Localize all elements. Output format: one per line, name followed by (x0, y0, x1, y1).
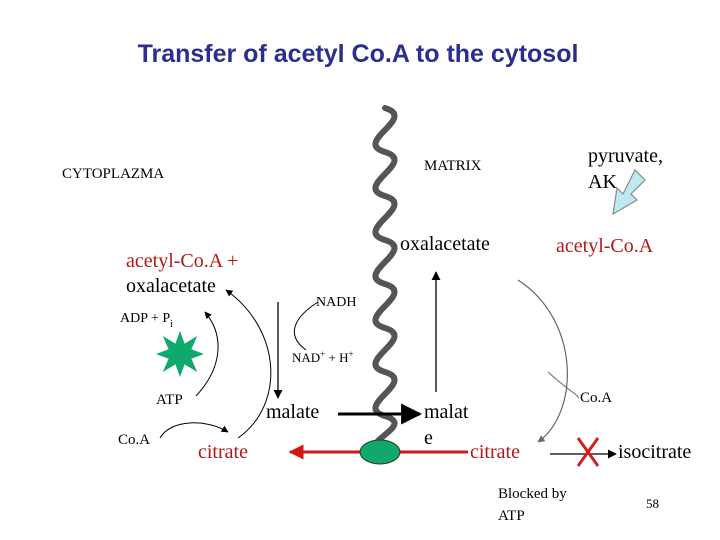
nadh-arc (293, 301, 319, 351)
coa-uptake-arc (159, 422, 229, 439)
blocked-atp-label: ATP (498, 508, 525, 524)
blocked-by-label: Blocked by (498, 486, 567, 502)
page-number: 58 (646, 496, 659, 511)
acetyl-coa-cytosol-label: acetyl-Co.A + (126, 250, 238, 272)
coa-right-label: Co.A (580, 390, 612, 406)
cytosol-reaction-arc (225, 289, 272, 439)
citrate-matrix-label: citrate (470, 441, 520, 463)
pyruvate-input-arrow (612, 168, 646, 216)
mitochondrial-membrane (372, 105, 398, 455)
coa-release-arc (547, 371, 579, 399)
citrate-cytosol-label: citrate (198, 441, 248, 463)
oxalacetate-matrix-label: oxalacetate (400, 233, 490, 255)
citrate-transporter-icon (359, 439, 401, 465)
slide-title: Transfer of acetyl Co.A to the cytosol (138, 40, 579, 68)
pyruvate-label: pyruvate, (588, 145, 663, 167)
isocitrate-label: isocitrate (618, 441, 691, 463)
malate-matrix-label: malat (424, 401, 469, 423)
malate-cytosol-label: malate (266, 401, 319, 423)
matrix-condensation-arc (517, 279, 568, 443)
citrate-lyase-star-icon (156, 331, 204, 377)
atp-to-adp-arc (195, 311, 219, 397)
nad-label: NAD+ + H+ (292, 349, 354, 365)
block-x-icon-stroke (576, 437, 600, 467)
atp-label: ATP (156, 392, 183, 408)
adp-pi-label: ADP + Pi (120, 311, 173, 330)
nadh-label: NADH (316, 295, 356, 310)
matrix-label: MATRIX (424, 158, 482, 174)
coa-left-label: Co.A (118, 432, 150, 448)
ak-label: AK (588, 171, 617, 193)
acetyl-coa-matrix-label: acetyl-Co.A (556, 235, 654, 257)
malate-matrix-label-cont: e (424, 427, 433, 449)
cytoplazma-label: CYTOPLAZMA (62, 166, 164, 182)
oxalacetate-cytosol-label: oxalacetate (126, 275, 216, 297)
